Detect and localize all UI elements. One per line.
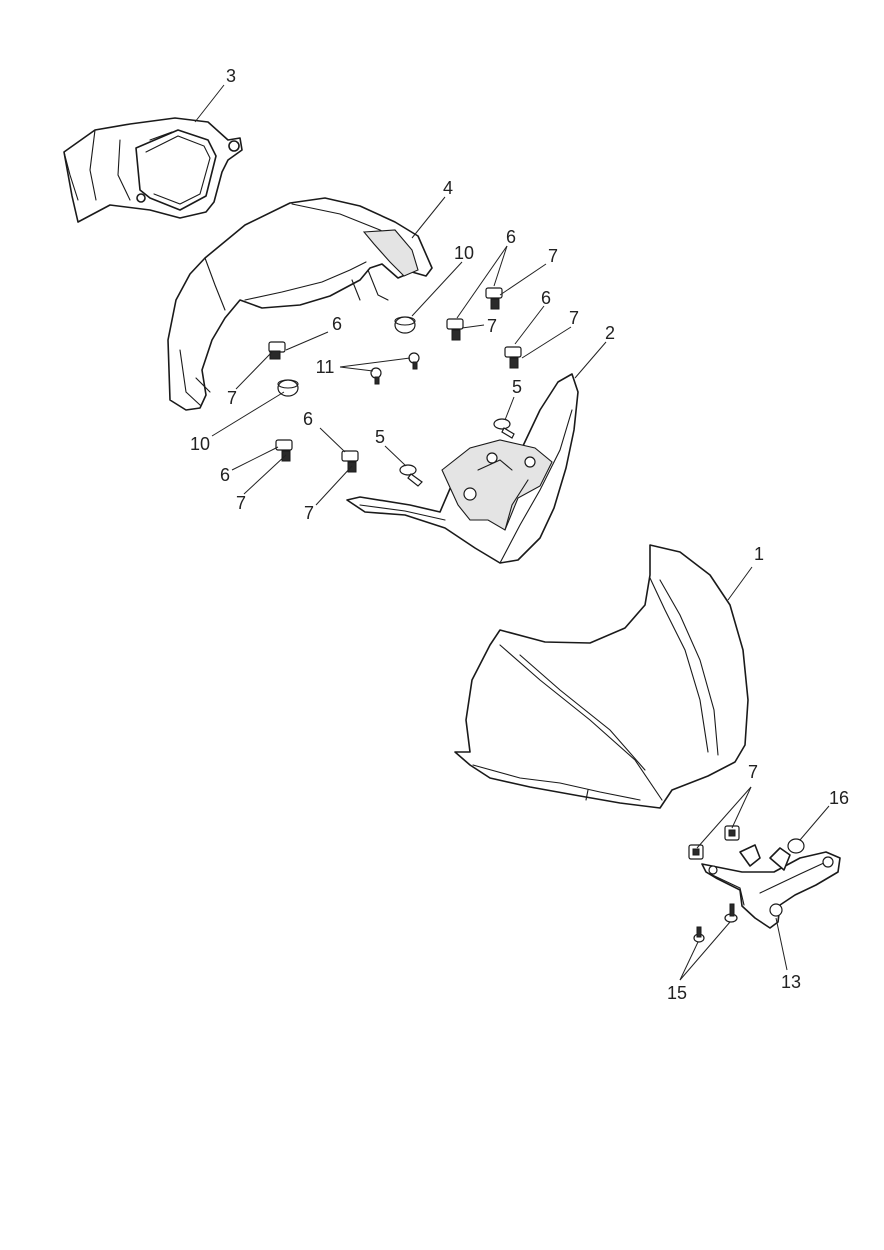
part-2-center-panel [346, 373, 579, 564]
part-13-bracket [701, 844, 841, 929]
callout-7e: 7 [236, 493, 246, 513]
callout-13: 13 [781, 972, 801, 992]
screw-5a [493, 418, 515, 439]
screw-5b [399, 464, 423, 487]
callout-6b: 6 [541, 288, 551, 308]
cap-16 [787, 838, 805, 854]
callout-16: 16 [829, 788, 849, 808]
callout-4: 4 [443, 178, 453, 198]
part-3-instrument-surround [63, 117, 243, 223]
callout-10a: 10 [454, 243, 474, 263]
fastener-6-7-f [341, 450, 359, 473]
fastener-6-7-a [268, 341, 286, 360]
part-4-inner-fairing [167, 197, 433, 411]
screw-11a [370, 367, 382, 385]
grommet-10b [277, 379, 299, 397]
fastener-6-7-d [504, 346, 522, 369]
callout-15: 15 [667, 983, 687, 1003]
callout-10b: 10 [190, 434, 210, 454]
callout-7f: 7 [304, 503, 314, 523]
speed-nut-7a [688, 844, 704, 860]
callout-11: 11 [316, 357, 335, 377]
callout-6c: 6 [332, 314, 342, 334]
fastener-6-7-e [275, 439, 293, 462]
callout-7d: 7 [227, 388, 237, 408]
callout-2: 2 [605, 323, 615, 343]
callout-7g: 7 [748, 762, 758, 782]
speed-nut-7b [724, 825, 740, 841]
screw-15b [724, 903, 738, 923]
callout-6e: 6 [220, 465, 230, 485]
callout-5a: 5 [512, 377, 522, 397]
callout-5b: 5 [375, 427, 385, 447]
screw-11b [408, 352, 420, 370]
fastener-6-7-c [485, 287, 503, 310]
callout-7b: 7 [487, 316, 497, 336]
screw-15a [693, 926, 705, 943]
callout-1: 1 [754, 544, 764, 564]
callout-6d: 6 [303, 409, 313, 429]
fastener-6-7-b [446, 318, 464, 341]
callout-7a: 7 [548, 246, 558, 266]
callout-labels: 3 4 10 6 7 7 6 7 2 6 11 7 5 10 6 5 6 7 7… [190, 66, 849, 1003]
callout-7c: 7 [569, 308, 579, 328]
leader-lines [194, 84, 830, 981]
callout-3: 3 [226, 66, 236, 86]
grommet-10a [394, 316, 416, 334]
callout-6a: 6 [506, 227, 516, 247]
part-1-front-fairing [454, 544, 749, 809]
